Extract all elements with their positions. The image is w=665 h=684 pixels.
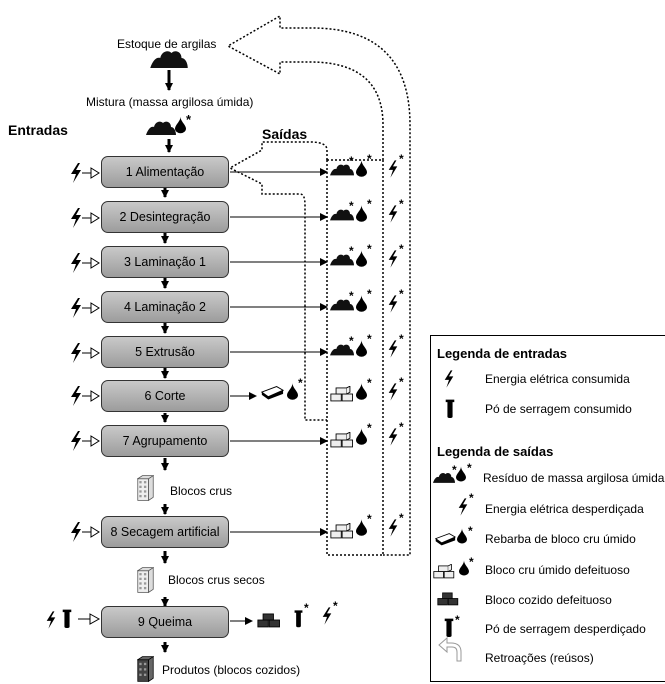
raw-blocks-label: Blocos crus bbox=[170, 484, 233, 498]
step-label: 1 Alimentação bbox=[125, 165, 205, 179]
step-3-box: 3 Laminação 1 bbox=[101, 246, 229, 278]
step-label: 5 Extrusão bbox=[135, 345, 195, 359]
legend-output-7: Retroações (reúsos) bbox=[485, 651, 594, 665]
step-label: 3 Laminação 1 bbox=[123, 255, 206, 269]
feedback-arrow-step1 bbox=[228, 141, 328, 421]
legend-output-4: Bloco cru úmido defeituoso bbox=[485, 563, 630, 577]
brick-burr-icon bbox=[435, 533, 456, 546]
raw-block-icon bbox=[137, 475, 154, 501]
dried-block-icon bbox=[137, 567, 154, 593]
asterisk: * bbox=[333, 599, 338, 613]
step-8-box: 8 Secagem artificial bbox=[101, 516, 229, 548]
sawdust-icon bbox=[444, 618, 454, 637]
legend-output-3: Rebarba de bloco cru úmido bbox=[485, 532, 636, 546]
asterisk: * bbox=[399, 242, 404, 256]
step-label: 2 Desintegração bbox=[119, 210, 211, 224]
entradas-heading: Entradas bbox=[8, 122, 68, 138]
asterisk: * bbox=[349, 154, 354, 168]
products-label: Produtos (blocos cozidos) bbox=[162, 663, 301, 677]
step-6-box: 6 Corte bbox=[101, 380, 229, 412]
asterisk: * bbox=[452, 463, 457, 477]
asterisk: * bbox=[455, 613, 460, 627]
legend-outputs-title: Legenda de saídas bbox=[437, 444, 554, 459]
asterisk: * bbox=[468, 524, 473, 538]
dried-blocks-label: Blocos crus secos bbox=[168, 573, 265, 587]
step-label: 4 Laminação 2 bbox=[123, 300, 206, 314]
step-1-box: 1 Alimentação bbox=[101, 156, 229, 188]
asterisk: * bbox=[467, 461, 472, 475]
water-drop-icon bbox=[456, 466, 466, 482]
step-9-box: 9 Queima bbox=[101, 606, 229, 638]
clay-stock-icon bbox=[150, 51, 188, 68]
asterisk: * bbox=[399, 152, 404, 166]
asterisk: * bbox=[469, 555, 474, 569]
asterisk: * bbox=[367, 512, 372, 526]
asterisk: * bbox=[304, 601, 309, 615]
defective-raw-block-icon bbox=[433, 564, 455, 579]
asterisk: * bbox=[399, 287, 404, 301]
step-7-box: 7 Agrupamento bbox=[101, 425, 229, 457]
mixture-label: Mistura (massa argilosa úmida) bbox=[86, 95, 254, 109]
water-drop-icon bbox=[457, 528, 467, 544]
asterisk: * bbox=[349, 334, 354, 348]
legend-input-2: Pó de serragem consumido bbox=[485, 402, 632, 416]
defective-fired-block-icon bbox=[437, 592, 459, 606]
asterisk: * bbox=[367, 332, 372, 346]
saidas-heading: Saídas bbox=[262, 126, 308, 142]
feedback-arrow-icon bbox=[438, 636, 462, 662]
step-2-box: 2 Desintegração bbox=[101, 201, 229, 233]
asterisk: * bbox=[298, 376, 303, 390]
legend-output-5: Bloco cozido defeituoso bbox=[485, 593, 612, 607]
asterisk: * bbox=[399, 197, 404, 211]
legend-icons bbox=[433, 370, 469, 662]
step-label: 9 Queima bbox=[137, 615, 193, 629]
water-drop-icon bbox=[459, 560, 469, 576]
asterisk: * bbox=[399, 332, 404, 346]
fired-block-icon bbox=[137, 656, 154, 682]
asterisk: * bbox=[367, 152, 372, 166]
step-label: 8 Secagem artificial bbox=[110, 525, 220, 539]
step-label: 6 Corte bbox=[144, 389, 186, 403]
stock-label: Estoque de argilas bbox=[117, 37, 217, 51]
asterisk: * bbox=[349, 244, 354, 258]
sawdust-icon bbox=[445, 399, 455, 418]
asterisk: * bbox=[349, 199, 354, 213]
step-label: 7 Agrupamento bbox=[122, 434, 208, 448]
asterisk: * bbox=[349, 289, 354, 303]
legend-inputs-title: Legenda de entradas bbox=[437, 346, 568, 361]
lightning-icon bbox=[458, 498, 468, 516]
asterisk: * bbox=[367, 421, 372, 435]
step-5-box: 5 Extrusão bbox=[101, 336, 229, 368]
asterisk: * bbox=[186, 112, 192, 127]
legend-output-6: Pó de serragem desperdiçado bbox=[485, 622, 646, 636]
asterisk: * bbox=[469, 491, 474, 505]
asterisk: * bbox=[367, 287, 372, 301]
asterisk: * bbox=[367, 242, 372, 256]
asterisk: * bbox=[399, 420, 404, 434]
legend-input-1: Energia elétrica consumida bbox=[485, 372, 630, 386]
asterisk: * bbox=[399, 375, 404, 389]
asterisk: * bbox=[399, 511, 404, 525]
input-energy-arrows bbox=[46, 163, 101, 629]
step-4-box: 4 Laminação 2 bbox=[101, 291, 229, 323]
clay-mixture-icon bbox=[146, 121, 176, 135]
legend-output-1: Resíduo de massa argilosa úmida bbox=[483, 471, 665, 485]
feedback-arrow-stock bbox=[226, 14, 411, 556]
legend-panel: Legenda de entradas * * * * * * Energia … bbox=[430, 335, 665, 682]
asterisk: * bbox=[367, 197, 372, 211]
lightning-icon bbox=[444, 370, 454, 388]
water-drop-icon bbox=[175, 116, 186, 134]
legend-output-2: Energia elétrica desperdiçada bbox=[485, 502, 644, 516]
asterisk: * bbox=[367, 376, 372, 390]
